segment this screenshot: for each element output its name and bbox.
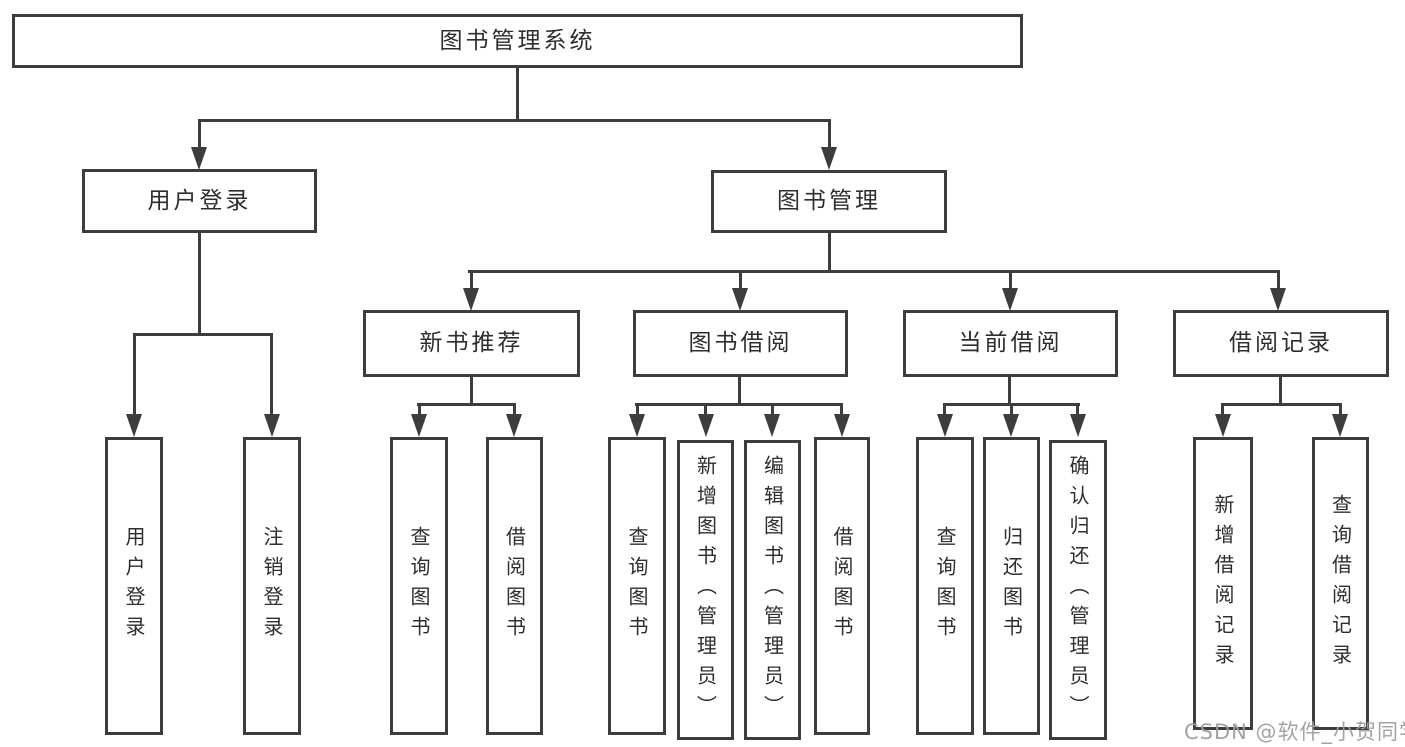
new-book-recommend-box: 新书推荐 xyxy=(363,310,580,377)
leaf-query-book-3-box: 查询图书 xyxy=(916,437,974,735)
leaf-logout-label: 注销登录 xyxy=(260,526,284,646)
leaf-borrow-book-1-label: 借阅图书 xyxy=(502,526,527,646)
connector-line xyxy=(470,377,473,406)
connector-line xyxy=(133,333,136,417)
leaf-logout-box: 注销登录 xyxy=(243,437,301,735)
root-box: 图书管理系统 xyxy=(12,14,1023,68)
connector-line xyxy=(738,377,741,406)
leaf-return-book-label: 归还图书 xyxy=(999,526,1024,646)
arrowhead-icon xyxy=(1332,414,1348,437)
book-management-box: 图书管理 xyxy=(711,170,947,233)
connector-line xyxy=(1076,403,1079,419)
connector-line xyxy=(1008,377,1011,406)
leaf-add-borrow-record-box: 新增借阅记录 xyxy=(1193,437,1253,730)
connector-line xyxy=(704,403,707,419)
arrowhead-icon xyxy=(629,414,645,437)
arrowhead-icon xyxy=(821,147,837,170)
connector-line xyxy=(418,403,421,419)
arrowhead-icon xyxy=(506,414,522,437)
arrowhead-icon xyxy=(1003,414,1019,437)
arrowhead-icon xyxy=(191,147,207,170)
watermark-text: CSDN @软件_小贺同学 xyxy=(1184,720,1405,744)
current-borrow-label: 当前借阅 xyxy=(958,330,1063,356)
leaf-edit-book-label: 编辑图书（管理员） xyxy=(760,455,785,725)
arrowhead-icon xyxy=(1002,288,1018,311)
leaf-return-book-box: 归还图书 xyxy=(983,437,1040,735)
connector-line xyxy=(513,403,516,419)
connector-line xyxy=(468,270,1280,273)
new-book-recommend-label: 新书推荐 xyxy=(419,330,524,356)
borrow-records-box: 借阅记录 xyxy=(1173,310,1389,377)
connector-line xyxy=(635,403,843,406)
leaf-query-book-1-label: 查询图书 xyxy=(407,526,431,646)
connector-line xyxy=(1279,377,1282,406)
leaf-query-book-3-label: 查询图书 xyxy=(933,526,957,646)
connector-line xyxy=(828,119,831,152)
connector-line xyxy=(1010,403,1013,419)
leaf-query-book-2-label: 查询图书 xyxy=(625,526,649,646)
connector-line xyxy=(840,403,843,419)
connector-line xyxy=(1221,403,1342,406)
arrowhead-icon xyxy=(264,414,280,437)
leaf-user-login-label: 用户登录 xyxy=(122,526,146,646)
current-borrow-box: 当前借阅 xyxy=(903,310,1118,377)
connector-line xyxy=(636,403,639,419)
arrowhead-icon xyxy=(463,288,479,311)
leaf-confirm-return-box: 确认归还（管理员） xyxy=(1049,440,1107,740)
connector-line xyxy=(739,270,742,290)
leaf-confirm-return-label: 确认归还（管理员） xyxy=(1066,455,1090,725)
root-label: 图书管理系统 xyxy=(439,27,596,54)
connector-line xyxy=(198,119,831,122)
connector-line xyxy=(133,333,273,336)
book-borrow-box: 图书借阅 xyxy=(633,310,848,377)
arrowhead-icon xyxy=(834,414,850,437)
connector-line xyxy=(771,403,774,419)
leaf-query-borrow-record-label: 查询借阅记录 xyxy=(1328,493,1353,674)
leaf-query-borrow-record-box: 查询借阅记录 xyxy=(1312,437,1369,730)
arrowhead-icon xyxy=(732,288,748,311)
connector-line xyxy=(198,233,201,335)
arrowhead-icon xyxy=(1215,414,1231,437)
connector-line xyxy=(1009,270,1012,290)
leaf-add-book-box: 新增图书（管理员） xyxy=(677,440,734,740)
arrowhead-icon xyxy=(764,414,780,437)
arrowhead-icon xyxy=(1070,414,1086,437)
arrowhead-icon xyxy=(126,414,142,437)
connector-line xyxy=(1221,403,1224,419)
arrowhead-icon xyxy=(698,414,714,437)
leaf-borrow-book-2-box: 借阅图书 xyxy=(814,437,870,735)
connector-line xyxy=(943,403,946,419)
connector-line xyxy=(470,270,473,290)
book-management-label: 图书管理 xyxy=(777,188,881,214)
leaf-edit-book-box: 编辑图书（管理员） xyxy=(744,440,801,740)
leaf-user-login-box: 用户登录 xyxy=(105,437,163,735)
connector-line xyxy=(828,233,831,272)
user-login-label: 用户登录 xyxy=(147,187,252,214)
borrow-records-label: 借阅记录 xyxy=(1229,330,1333,356)
leaf-add-borrow-record-label: 新增借阅记录 xyxy=(1211,493,1235,674)
connector-line xyxy=(270,333,273,417)
leaf-borrow-book-2-label: 借阅图书 xyxy=(830,526,854,646)
connector-line xyxy=(198,119,201,152)
connector-line xyxy=(1277,270,1280,290)
leaf-borrow-book-1-box: 借阅图书 xyxy=(486,437,543,735)
connector-line xyxy=(516,68,519,122)
leaf-query-book-2-box: 查询图书 xyxy=(608,437,666,735)
leaf-query-book-1-box: 查询图书 xyxy=(390,437,448,735)
book-borrow-label: 图书借阅 xyxy=(688,330,793,356)
arrowhead-icon xyxy=(1270,288,1286,311)
connector-line xyxy=(1339,403,1342,419)
user-login-box: 用户登录 xyxy=(82,169,317,233)
connector-line xyxy=(417,403,516,406)
arrowhead-icon xyxy=(411,414,427,437)
leaf-add-book-label: 新增图书（管理员） xyxy=(693,455,718,725)
arrowhead-icon xyxy=(937,414,953,437)
